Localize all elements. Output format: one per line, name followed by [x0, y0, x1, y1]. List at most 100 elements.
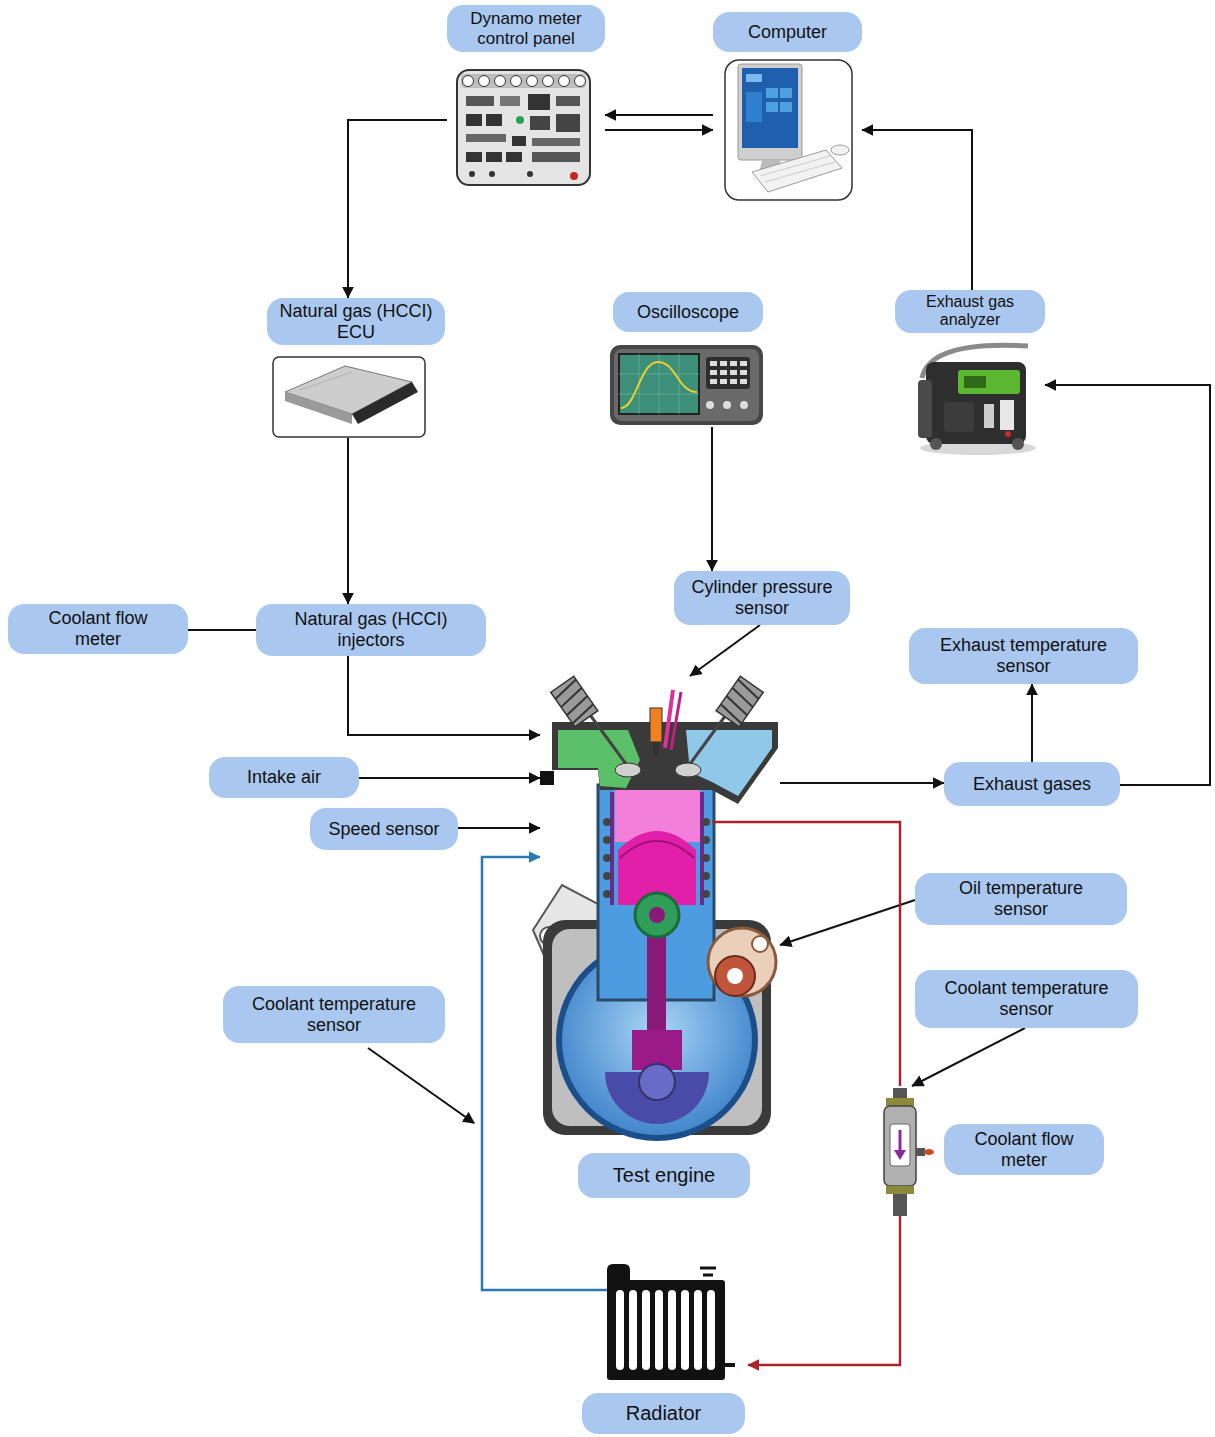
label-pill: Coolant temperature sensor: [915, 970, 1138, 1028]
label-pill: Intake air: [209, 757, 359, 798]
connector-arrow: [690, 625, 760, 676]
control-panel-picture: [457, 70, 590, 185]
label-text: Exhaust gas analyzer: [903, 293, 1037, 330]
gas-analyzer-picture: [1000, 400, 1014, 430]
engine-picture: [570, 704, 595, 723]
label-pill: Coolant flow meter: [8, 604, 188, 654]
engine-picture: [615, 763, 641, 777]
gas-analyzer-picture: [964, 376, 986, 388]
computer-picture: [780, 102, 792, 112]
engine-picture: [603, 818, 611, 826]
label-text: Coolant temperature sensor: [231, 994, 437, 1035]
ecu-picture: [273, 357, 425, 437]
label-pill: Natural gas (HCCI) ECU: [267, 298, 445, 345]
computer-picture: [780, 88, 792, 98]
device-label: Dynamo meter control panel: [447, 5, 605, 187]
computer-picture: [725, 60, 852, 200]
label-text: Coolant flow meter: [960, 1129, 1088, 1170]
engine-picture: [671, 692, 681, 750]
control-panel-picture: [506, 152, 522, 162]
computer-picture: [742, 68, 798, 148]
control-panel-picture: [489, 171, 495, 177]
control-panel-picture: [532, 152, 580, 162]
engine-picture: [736, 680, 761, 699]
engine-picture: [719, 704, 744, 723]
computer-picture: [746, 74, 762, 82]
control-panel-picture: [570, 172, 578, 180]
flow-meter-picture: [884, 1106, 916, 1186]
engine-picture: [610, 792, 614, 905]
ecu-picture: [273, 357, 425, 437]
label-pill: Oil temperature sensor: [915, 873, 1127, 925]
engine-picture: [649, 907, 665, 923]
label-pill: Coolant flow meter: [944, 1124, 1104, 1175]
radiator-picture: [607, 1264, 630, 1282]
control-panel-picture: [543, 76, 554, 87]
engine-node: Test engine: [540, 676, 780, 1198]
computer-picture: [738, 64, 802, 160]
label-pill: Dynamo meter control panel: [447, 5, 605, 52]
label-pill: Exhaust gases: [944, 762, 1120, 806]
control-panel-picture: [512, 136, 526, 146]
oscilloscope-picture: [740, 370, 747, 375]
oscilloscope-picture: [610, 345, 763, 425]
label-text: Coolant temperature sensor: [923, 978, 1130, 1019]
computer-picture: [746, 92, 762, 122]
label-text: Natural gas (HCCI) ECU: [275, 301, 437, 342]
control-panel-picture: [466, 114, 482, 126]
gas-analyzer-picture: [926, 362, 1026, 444]
radiator-picture: [707, 1290, 715, 1370]
oscilloscope-picture: [619, 374, 699, 375]
connector-arrow: [348, 656, 540, 735]
label-pill: Intake air: [209, 757, 359, 798]
flow-meter-picture: [893, 1194, 907, 1216]
control-panel-picture: [500, 96, 520, 106]
engine-picture: [702, 836, 710, 844]
radiator-picture: [725, 1363, 735, 1367]
engine-picture: [700, 792, 704, 905]
connector-group: [188, 115, 1210, 1365]
label-text: Exhaust temperature sensor: [917, 635, 1130, 676]
connector-arrow: [912, 1028, 1025, 1086]
device-label: Natural gas (HCCI) ECU: [267, 298, 445, 438]
engine-picture: [603, 872, 611, 880]
control-panel-picture: [469, 171, 475, 177]
computer-picture: [765, 162, 835, 182]
engine-picture: [716, 676, 763, 726]
label-pill: Coolant temperature sensor: [223, 986, 445, 1043]
label-text: Oscilloscope: [637, 302, 739, 323]
engine-picture: [752, 936, 768, 952]
engine-picture: [603, 890, 611, 898]
oscilloscope-picture: [614, 349, 759, 421]
oscilloscope-picture: [740, 361, 747, 366]
engine-picture: [559, 688, 584, 707]
flow-meter-picture: [890, 1124, 910, 1166]
engine-picture: [686, 730, 772, 796]
engine-picture: [551, 676, 598, 726]
engine-picture: [551, 676, 598, 726]
oscilloscope-picture: [720, 379, 727, 384]
control-panel-picture: [486, 114, 502, 126]
connector-arrow: [605, 129, 713, 131]
oscilloscope-picture: [710, 361, 717, 366]
oscilloscope-picture: [679, 354, 680, 414]
radiator-picture: [668, 1290, 676, 1370]
radiator-picture: [681, 1290, 689, 1370]
control-panel-picture: [530, 116, 550, 130]
radiator-picture: [655, 1290, 663, 1370]
engine-picture: [708, 928, 776, 996]
label-text: Exhaust gases: [973, 774, 1091, 795]
device-label: Exhaust gas analyzer: [895, 290, 1045, 458]
radiator-picture: [582, 1289, 607, 1292]
leader-line: [368, 1048, 474, 1123]
gas-analyzer-picture: [1012, 438, 1024, 450]
connector-arrow: [348, 120, 447, 298]
label-text: Radiator: [626, 1402, 702, 1425]
device-label: Coolant flow meter: [880, 1086, 1104, 1216]
control-panel-picture: [486, 152, 502, 162]
flow-meter-picture: [886, 1098, 914, 1106]
oscilloscope-picture: [706, 401, 714, 409]
engine-picture: [558, 730, 640, 788]
device-label: Oscilloscope: [608, 292, 765, 427]
control-panel-picture: [479, 76, 490, 87]
